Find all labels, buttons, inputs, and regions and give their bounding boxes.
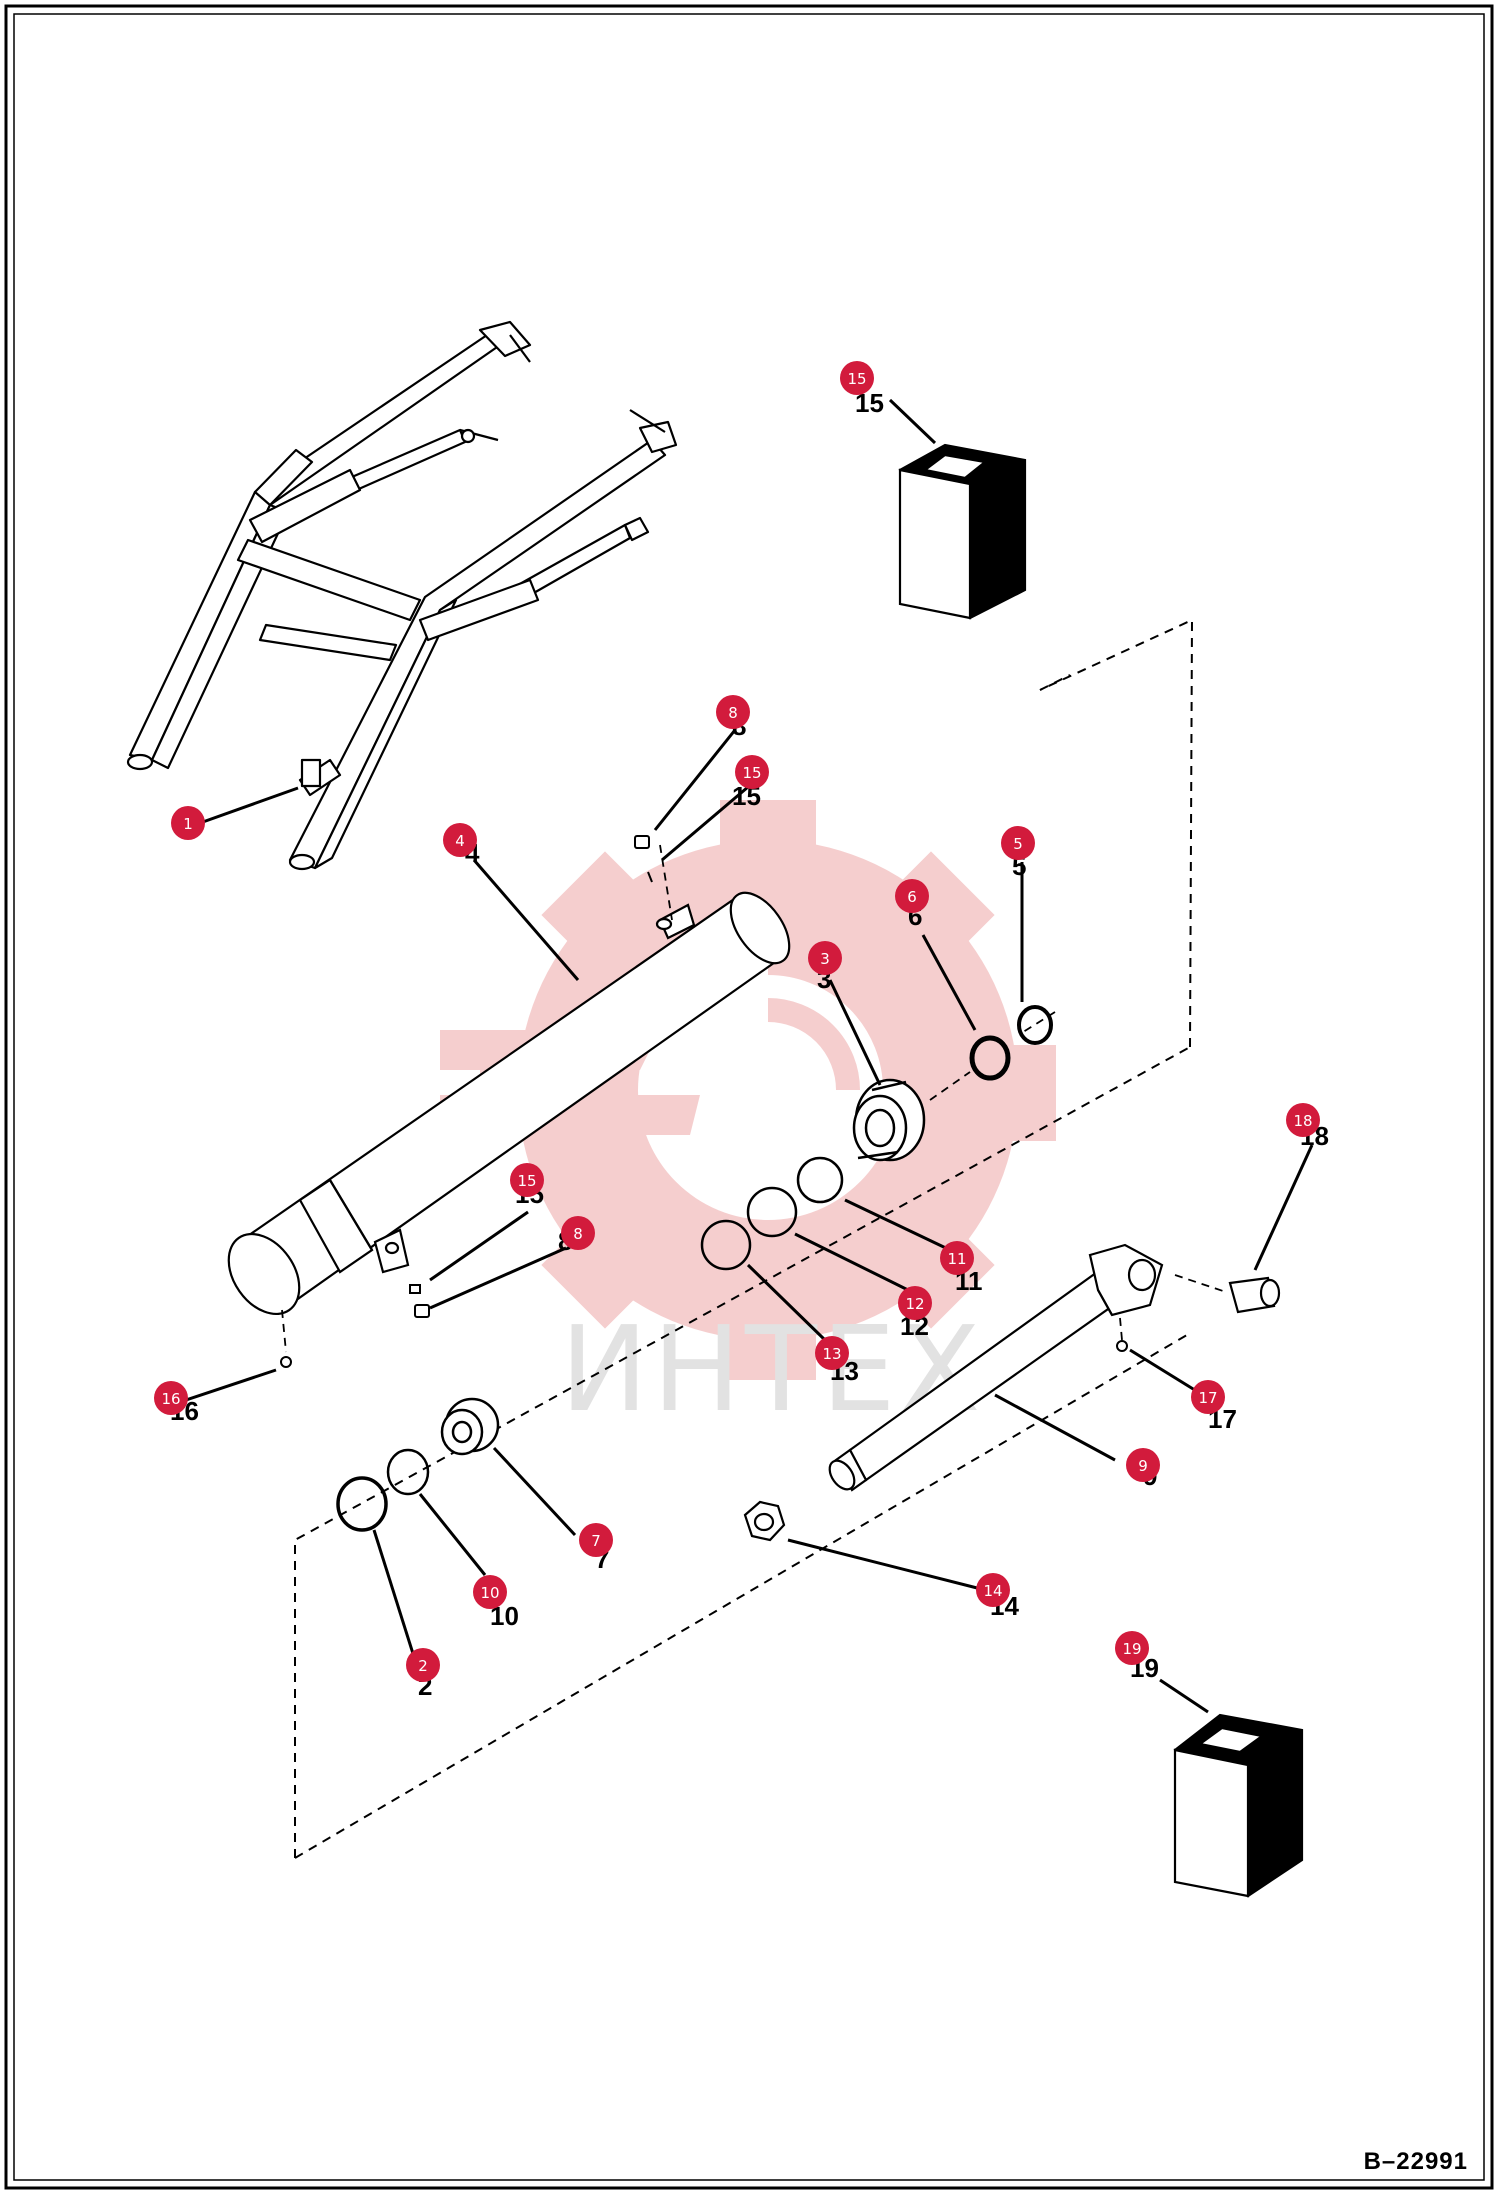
svg-text:15: 15: [742, 764, 761, 782]
callout-badge-11[interactable]: 11: [940, 1241, 974, 1275]
cylinder-barrel: [227, 891, 791, 1316]
callout-badge-1[interactable]: 1: [171, 806, 205, 840]
svg-text:9: 9: [1138, 1457, 1148, 1475]
svg-text:3: 3: [820, 950, 830, 968]
callout-badge-5[interactable]: 5: [1001, 826, 1035, 860]
leader-lines: [179, 398, 1314, 1714]
fittings: [280, 835, 1128, 1368]
svg-text:8: 8: [728, 704, 738, 722]
callout-badge-12[interactable]: 12: [898, 1286, 932, 1320]
svg-text:16: 16: [161, 1390, 180, 1408]
callout-badge-8a[interactable]: 8: [716, 695, 750, 729]
manual-box-16: [898, 443, 1027, 620]
drawing-id-label: B–22991: [1363, 2148, 1468, 2175]
loader-arm-assembly: [126, 320, 678, 871]
svg-text:11: 11: [947, 1250, 966, 1268]
callout-badge-7[interactable]: 7: [579, 1523, 613, 1557]
callout-badge-14[interactable]: 14: [976, 1573, 1010, 1607]
seal-parts: [336, 1005, 1053, 1532]
svg-text:1: 1: [183, 815, 193, 833]
bushing: [1228, 1276, 1281, 1314]
svg-text:17: 17: [1198, 1389, 1217, 1407]
svg-text:7: 7: [591, 1532, 601, 1550]
callout-badge-18a[interactable]: 16: [154, 1381, 188, 1415]
callout-badge-19[interactable]: 19: [1115, 1631, 1149, 1665]
svg-text:12: 12: [905, 1295, 924, 1313]
svg-text:8: 8: [573, 1225, 583, 1243]
svg-text:10: 10: [480, 1584, 499, 1602]
svg-text:18: 18: [1293, 1112, 1312, 1130]
callout-badge-10[interactable]: 10: [473, 1575, 507, 1609]
callout-badge-4[interactable]: 4: [443, 823, 477, 857]
callout-badge-3[interactable]: 3: [808, 941, 842, 975]
callout-badge-8b[interactable]: 8: [561, 1216, 595, 1250]
callout-badge-17[interactable]: 18: [1286, 1103, 1320, 1137]
callout-badges: 1 15 8 15 4 5 6 3: [154, 361, 1320, 1682]
svg-text:5: 5: [1013, 835, 1023, 853]
callout-badge-15a[interactable]: 15: [735, 755, 769, 789]
svg-text:14: 14: [983, 1582, 1002, 1600]
manual-box-19: [1173, 1713, 1304, 1898]
inner-border: [13, 13, 1485, 2181]
callout-badge-13[interactable]: 13: [815, 1336, 849, 1370]
callout-badge-16[interactable]: 15: [840, 361, 874, 395]
callout-badge-6[interactable]: 6: [895, 879, 929, 913]
callout-badge-18b[interactable]: 17: [1191, 1380, 1225, 1414]
svg-text:15: 15: [517, 1172, 536, 1190]
hex-nut: [743, 1500, 786, 1542]
callout-badge-2[interactable]: 2: [406, 1648, 440, 1682]
svg-text:19: 19: [1122, 1640, 1141, 1658]
svg-text:13: 13: [822, 1345, 841, 1363]
svg-text:4: 4: [455, 832, 465, 850]
svg-text:6: 6: [907, 888, 917, 906]
svg-text:2: 2: [418, 1657, 428, 1675]
callout-badge-9[interactable]: 9: [1126, 1448, 1160, 1482]
piston-rod: [828, 1243, 1164, 1492]
centerlines: [281, 844, 1227, 1353]
svg-text:15: 15: [847, 370, 866, 388]
callout-badge-15b[interactable]: 15: [510, 1163, 544, 1197]
page-border: [4, 4, 1494, 2190]
